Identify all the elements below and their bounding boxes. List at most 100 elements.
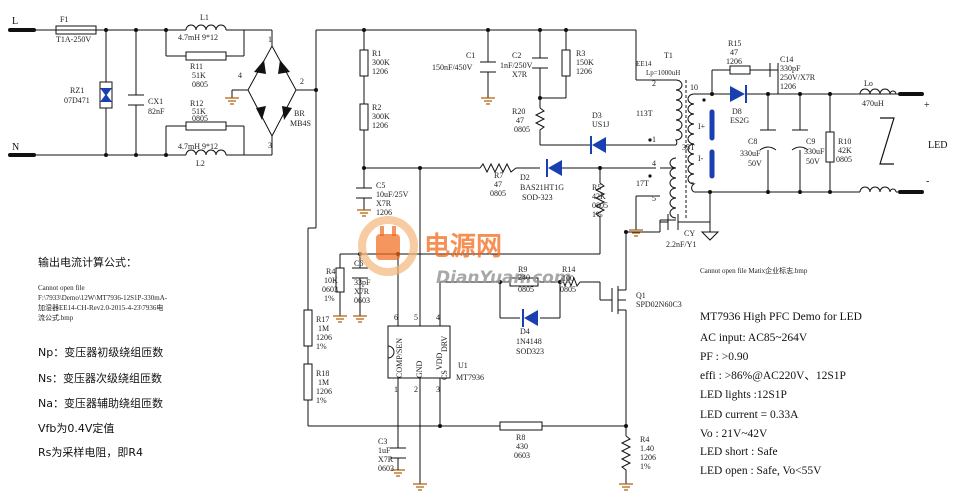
c5-value: 10uF/25V [376, 190, 409, 199]
u1-value: MT7936 [456, 373, 484, 382]
label-iminus: I- [698, 154, 704, 163]
q1-ref: Q1 [636, 291, 646, 300]
notes-file-2: F:\7933\Demo\12W\MT7936-12S1P-330mA- [38, 294, 168, 302]
r20-pkg: 0805 [514, 125, 530, 134]
r17-ref: R17 [316, 315, 329, 324]
ground-symbols [225, 97, 643, 491]
d4-ref: D4 [520, 327, 530, 336]
notes-file-3: 加湿器EE14-CH-Rev2.0-2015-4-23\7936电 [38, 303, 163, 312]
ic-pin4: 4 [436, 313, 440, 322]
resistor-r14-symbol [559, 276, 581, 288]
spec-led-open: LED open : Safe, Vo<55V [700, 465, 822, 477]
formula-notes: 输出电流计算公式： Cannot open file F:\7933\Demo\… [38, 255, 168, 459]
r9-pkg: 0805 [518, 285, 534, 294]
notes-file-1: Cannot open file [38, 284, 85, 292]
d3-value: US1J [592, 120, 609, 129]
r5-pkg: 0805 [592, 201, 608, 210]
watermark-en: DianYuan.com [436, 268, 572, 288]
r17-tol: 1% [316, 342, 327, 351]
d8-ref: D8 [732, 107, 742, 116]
c5-ref: C5 [376, 181, 385, 190]
resistor-r3-symbol [561, 49, 571, 77]
rcs-pkg: 1206 [640, 453, 656, 462]
winding-np: 113T [636, 109, 653, 118]
capacitor-c8-symbol [759, 129, 777, 151]
varistor-rz1-symbol [99, 81, 113, 109]
r10-pkg: 0805 [836, 155, 852, 164]
earth-symbol [700, 231, 720, 241]
spec-led-current: LED current = 0.33A [700, 409, 799, 421]
mosfet-q1-symbol [611, 284, 627, 316]
capacitor-c9-symbol [791, 129, 809, 151]
notes-heading: 输出电流计算公式： [38, 255, 137, 269]
c5-pkg: X7R [376, 199, 392, 208]
ic-pin3: 3 [436, 385, 440, 394]
terminal-led: LED [928, 140, 947, 151]
resistor-r11-symbol [185, 51, 227, 61]
resistor-r4-symbol [335, 267, 345, 293]
spec-pf: PF : >0.90 [700, 351, 749, 363]
winding-na: 35T [682, 143, 695, 152]
r2-value: 300K [372, 112, 390, 121]
ic-u1-symbol [387, 310, 451, 379]
r5-ref: R5 [592, 183, 601, 192]
r18-value: 1M [318, 378, 329, 387]
r3-pkg: 1206 [576, 67, 592, 76]
l2-value: 4.7mH 9*12 [178, 142, 218, 151]
c5-pkg2: 1206 [376, 208, 392, 217]
bridge-rectifier-symbol [247, 44, 297, 138]
c9-ref: C9 [806, 137, 815, 146]
br-pin3: 3 [268, 141, 272, 150]
c1-ref: C1 [466, 51, 475, 60]
t1-pin4: 4 [652, 159, 656, 168]
resistor-r1-symbol [359, 49, 369, 77]
c8-ref: C8 [748, 137, 757, 146]
t1-pin1: 1 [652, 135, 656, 144]
resistor-r7-symbol [479, 162, 517, 174]
rcs-ref: R4 [640, 435, 649, 444]
led-load-symbol [879, 117, 895, 165]
r4-tol: 1% [324, 294, 335, 303]
resistor-r12-symbol [185, 121, 227, 131]
ic-pin6: 6 [394, 313, 398, 322]
r4-value: 10K [324, 276, 338, 285]
c14-value: 330pF [780, 64, 801, 73]
f1-value: T1A-250V [56, 35, 91, 44]
u1-ref: U1 [458, 361, 468, 370]
d8-value: ES2G [730, 116, 749, 125]
c14-ref: C14 [780, 55, 793, 64]
inductor-l1-symbol [166, 24, 244, 31]
terminal-neutral: N [12, 142, 19, 153]
label-iplus: I+ [698, 122, 706, 131]
d2-value: BAS21HT1G [520, 183, 564, 192]
c9-v: 50V [806, 157, 820, 166]
r5-value: 42K [592, 192, 606, 201]
cy-value: 2.2nF/Y1 [666, 240, 696, 249]
r15-ref: R15 [728, 39, 741, 48]
d4-value: 1N4148 [516, 337, 542, 346]
r15-pkg: 1206 [726, 57, 742, 66]
d4-pkg: SOD323 [516, 347, 544, 356]
r12-value: 51K [192, 107, 206, 116]
br-pin4: 4 [238, 71, 242, 80]
r7-ref: R7 [494, 171, 503, 180]
diode-d8-symbol [730, 85, 747, 103]
diode-d3-symbol [590, 136, 606, 154]
spec-title: MT7936 High PFC Demo for LED [700, 311, 862, 323]
capacitor-c2-symbol [532, 57, 548, 69]
c1-value: 150nF/450V [432, 63, 473, 72]
br-pin1: 1 [268, 35, 272, 44]
r8-value: 430 [516, 442, 528, 451]
capacitor-cx1-symbol [128, 94, 144, 106]
r18-tol: 1% [316, 396, 327, 405]
cx1-ref: CX1 [148, 97, 163, 106]
r18-pkg: 1206 [316, 387, 332, 396]
r3-ref: R3 [576, 49, 585, 58]
resistor-r20-symbol [534, 107, 546, 132]
winding-ns: 17T [636, 179, 649, 188]
resistor-r15-symbol [729, 65, 751, 75]
f1-ref: F1 [60, 15, 68, 24]
r11-ref: R11 [190, 62, 203, 71]
right-missing-image-note: Cannot open file Matix企业标志.bmp [700, 266, 808, 275]
c3-pkg: X7R [378, 455, 394, 464]
